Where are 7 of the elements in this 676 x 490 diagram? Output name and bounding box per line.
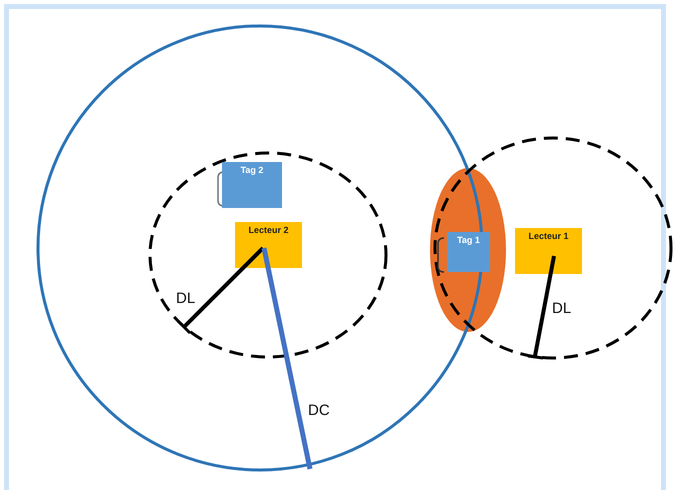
reader-box: Lecteur 1 <box>515 228 582 274</box>
dimension-label: DL <box>176 290 196 307</box>
dimension-label: DC <box>308 402 330 419</box>
reader-box: Lecteur 2 <box>235 222 302 268</box>
tag-box: Tag 2 <box>222 162 282 208</box>
tag-box: Tag 1 <box>447 232 490 272</box>
dimension-label: DL <box>552 300 572 317</box>
